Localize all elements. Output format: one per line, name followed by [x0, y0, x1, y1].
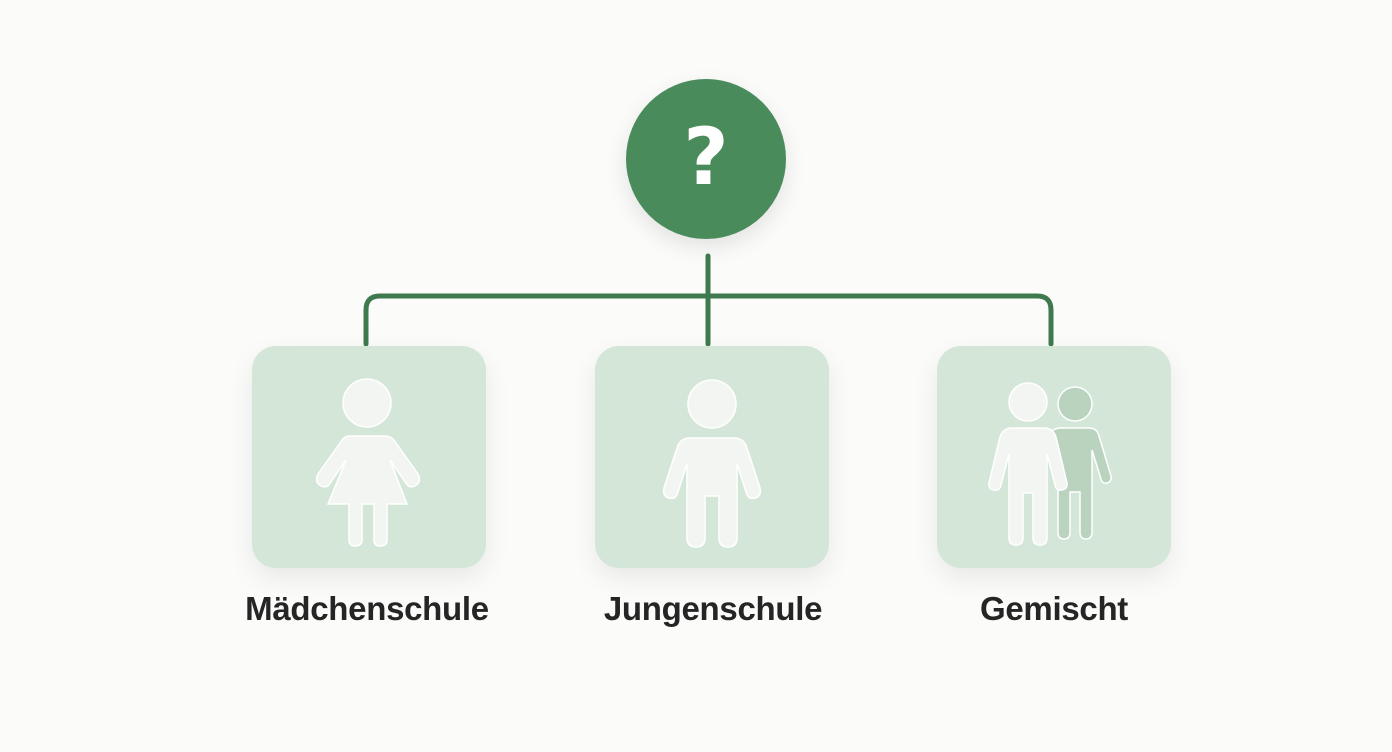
- mixed-group-icon: [988, 382, 1112, 546]
- connector-branch: [363, 293, 1054, 347]
- option-label-girls: Mädchenschule: [245, 590, 489, 627]
- girl-figure-icon: [315, 378, 421, 547]
- person-front-figure: [988, 382, 1068, 546]
- boy-figure-icon: [662, 379, 762, 548]
- question-mark-icon: ?: [683, 113, 729, 203]
- person-back-figure: [1048, 386, 1112, 540]
- option-label-mixed: Gemischt: [980, 590, 1128, 627]
- option-label-boys: Jungenschule: [603, 590, 823, 627]
- option-card-boys: [595, 346, 829, 568]
- option-card-girls: [252, 346, 486, 568]
- option-card-mixed: [937, 346, 1171, 568]
- root-question-node: ?: [626, 79, 786, 239]
